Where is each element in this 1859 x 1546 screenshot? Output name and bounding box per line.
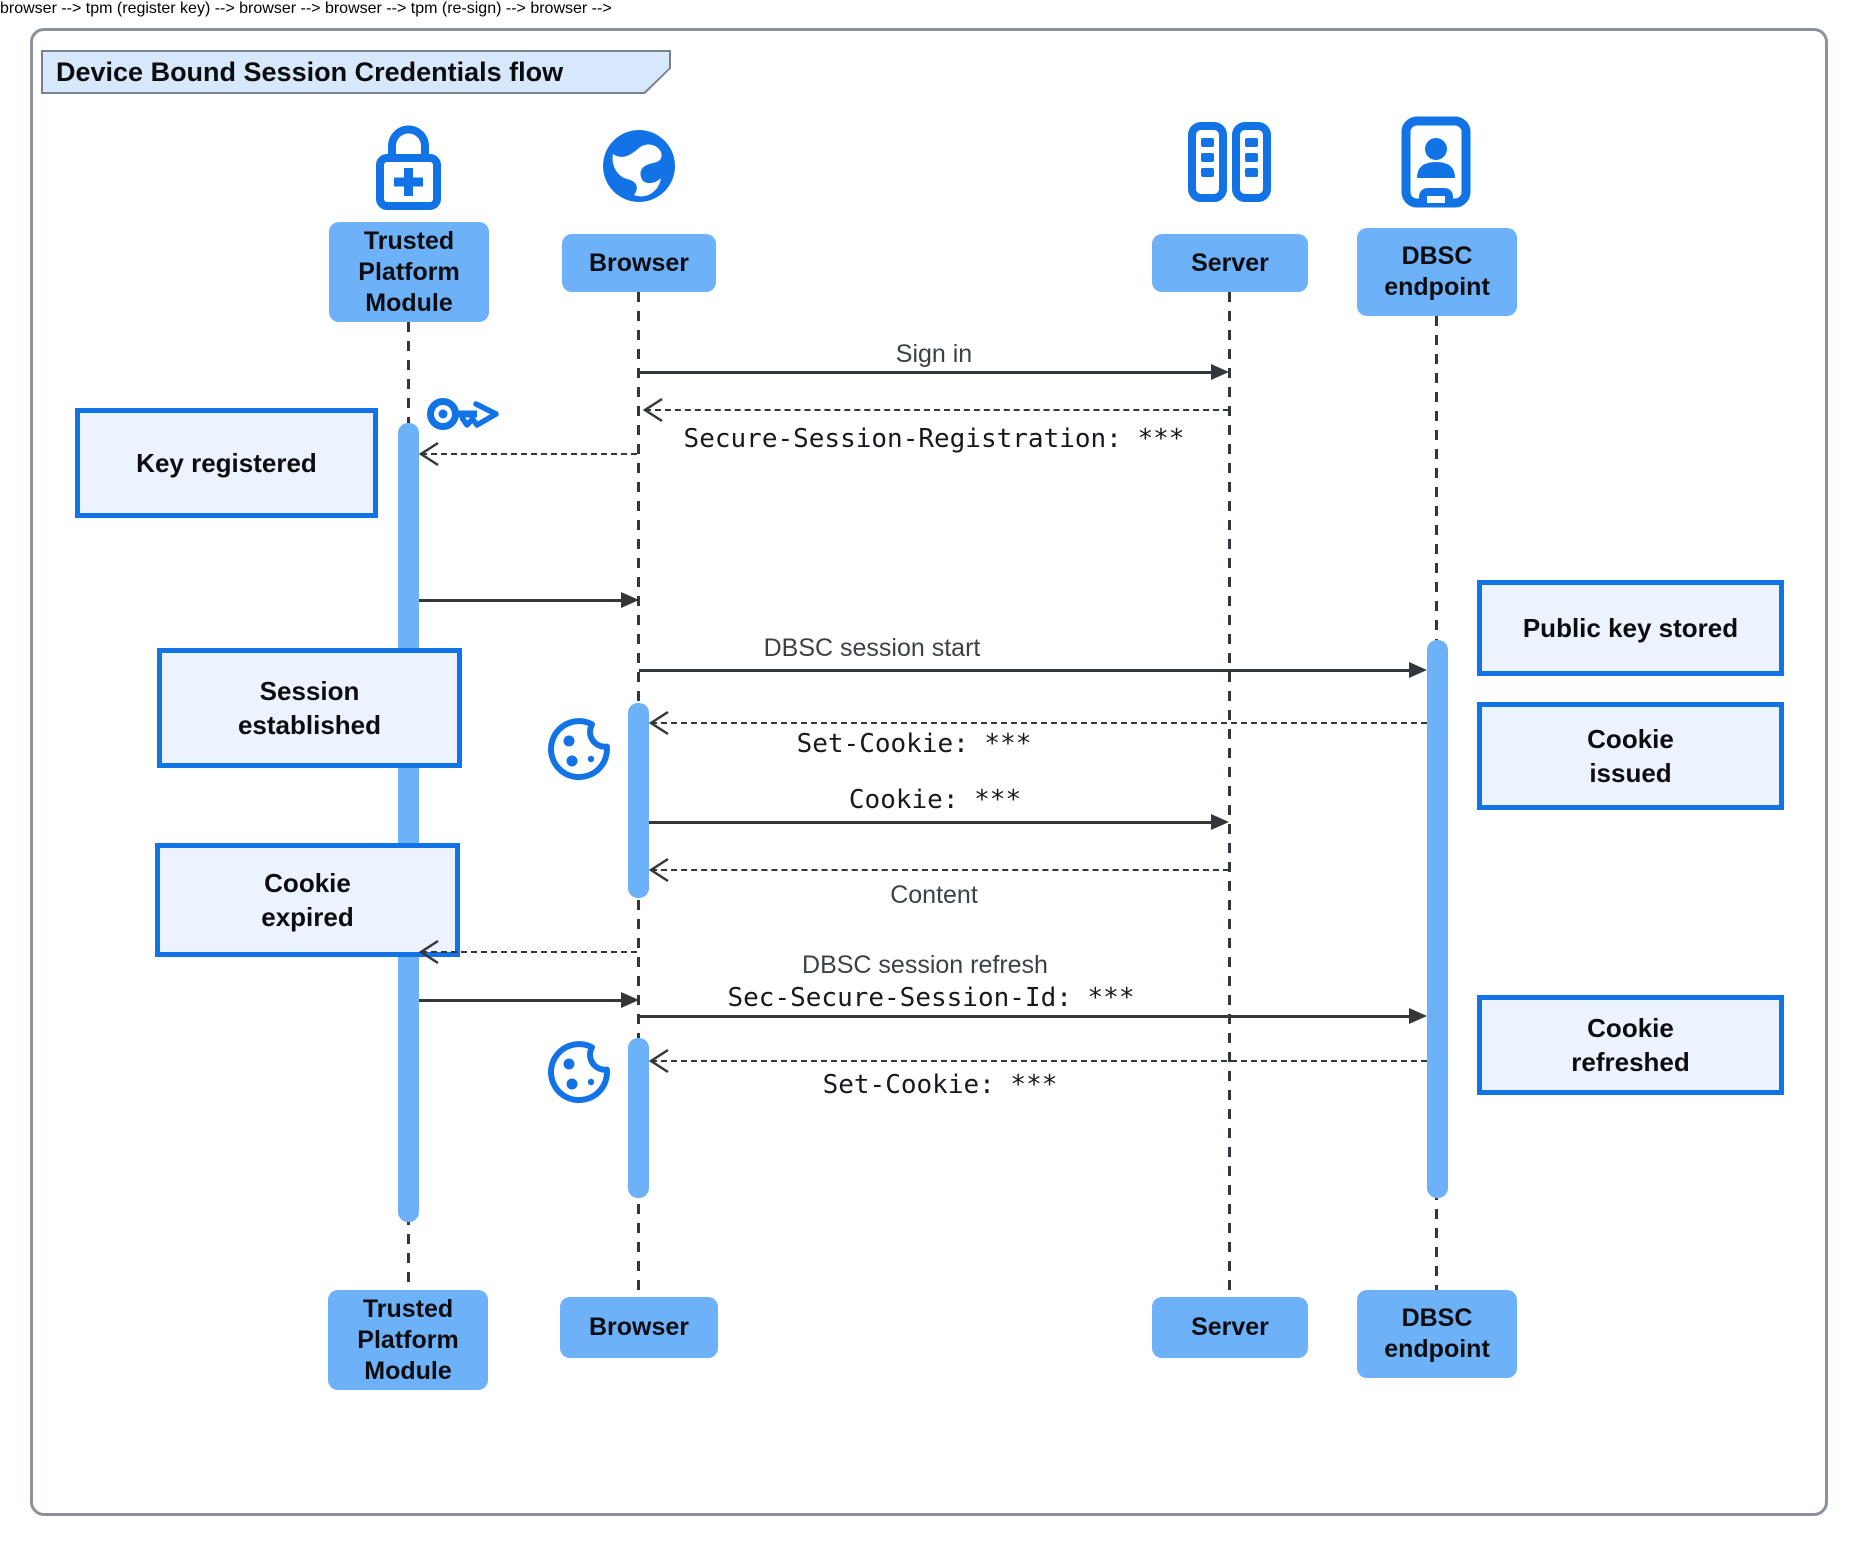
actor-server-label: Server <box>1191 248 1269 277</box>
message-set-cookie-refresh: Set-Cookie: *** <box>822 1070 1058 1100</box>
note-cookie-expired: Cookie expired <box>155 843 460 957</box>
arrow-set-cookie-issue <box>651 722 1427 724</box>
note-session-established: Session established <box>157 648 462 768</box>
message-cookie: Cookie: *** <box>848 785 1022 815</box>
lifeline-server <box>1228 292 1231 1297</box>
arrow-sign-in <box>639 371 1211 374</box>
actor-tpm-label-line3: Module <box>364 1356 452 1385</box>
globe-icon <box>600 127 678 205</box>
message-sec-secure-session-id: Sec-Secure-Session-Id: *** <box>727 983 1135 1013</box>
actor-browser-top: Browser <box>562 234 716 292</box>
note-cookie-refreshed: Cookie refreshed <box>1477 995 1784 1095</box>
message-content: Content <box>890 881 978 909</box>
actor-browser-bottom: Browser <box>560 1297 718 1358</box>
note-cookie-refreshed-line2: refreshed <box>1571 1047 1690 1077</box>
arrow-resign-response <box>419 999 623 1002</box>
actor-browser-label: Browser <box>588 1313 690 1341</box>
note-session-established-line2: established <box>237 710 382 740</box>
actor-dbsc-label-line2: endpoint <box>1384 1335 1490 1363</box>
actor-dbsc-label-line1: DBSC <box>1401 1304 1473 1332</box>
arrowhead-resign-request <box>417 938 441 966</box>
lock-plus-icon <box>361 116 456 214</box>
actor-tpm-label-line3: Module <box>365 288 453 317</box>
actor-server-top: Server <box>1152 234 1308 292</box>
message-dbsc-session-start: DBSC session start <box>763 634 981 662</box>
arrowhead-set-cookie-refresh <box>647 1047 671 1075</box>
arrowhead-register-key <box>417 440 441 468</box>
actor-server-bottom: Server <box>1152 1297 1308 1358</box>
arrow-secure-session-registration <box>645 409 1229 411</box>
arrowhead-set-cookie-issue <box>647 709 671 737</box>
actor-dbsc-top: DBSC endpoint <box>1357 228 1517 316</box>
actor-tpm-top: Trusted Platform Module <box>329 222 489 322</box>
activation-bar-tpm <box>398 423 419 1222</box>
message-secure-session-registration: Secure-Session-Registration: *** <box>683 424 1185 454</box>
arrowhead-secure-session-registration <box>641 396 665 424</box>
message-sign-in: Sign in <box>895 340 973 368</box>
note-session-established-line1: Session <box>259 676 360 706</box>
note-key-registered-text: Key registered <box>136 448 317 478</box>
note-cookie-issued: Cookie issued <box>1477 702 1784 810</box>
actor-dbsc-label-line1: DBSC <box>1401 242 1473 270</box>
note-key-registered: Key registered <box>75 408 378 518</box>
arrow-set-cookie-refresh <box>651 1060 1427 1062</box>
arrowhead-key-handle <box>621 592 639 608</box>
arrow-dbsc-session-refresh <box>639 1015 1410 1018</box>
arrowhead-sign-in <box>1211 364 1229 380</box>
arrowhead-content <box>647 856 671 884</box>
activation-bar-browser-2 <box>628 1038 649 1198</box>
actor-browser-label: Browser <box>588 248 690 277</box>
arrow-content <box>651 869 1229 871</box>
cookie-icon <box>545 1032 615 1106</box>
arrowhead-dbsc-session-refresh <box>1409 1008 1427 1024</box>
note-public-key-stored: Public key stored <box>1477 580 1784 676</box>
cookie-icon <box>545 709 615 783</box>
activation-bar-dbsc <box>1427 640 1448 1198</box>
actor-tpm-label-line2: Platform <box>358 257 460 286</box>
note-public-key-stored-text: Public key stored <box>1522 613 1739 643</box>
arrow-register-key <box>421 453 637 455</box>
actor-tpm-label-line1: Trusted <box>363 226 455 255</box>
diagram-title: Device Bound Session Credentials flow <box>43 52 669 92</box>
diagram-border <box>30 28 1828 1516</box>
message-dbsc-session-refresh: DBSC session refresh <box>802 951 1048 979</box>
arrowhead-resign-response <box>621 992 639 1008</box>
actor-dbsc-label-line2: endpoint <box>1384 273 1490 301</box>
diagram-title-tab: Device Bound Session Credentials flow <box>41 50 671 94</box>
arrowhead-dbsc-session-start <box>1409 662 1427 678</box>
arrow-dbsc-session-start <box>639 669 1410 672</box>
actor-dbsc-bottom: DBSC endpoint <box>1357 1290 1517 1378</box>
id-badge-icon <box>1390 116 1482 208</box>
note-cookie-refreshed-line1: Cookie <box>1587 1013 1674 1043</box>
note-cookie-issued-line2: issued <box>1589 758 1672 788</box>
actor-tpm-label-line1: Trusted <box>362 1294 454 1323</box>
note-cookie-expired-line1: Cookie <box>264 868 351 898</box>
note-cookie-issued-line1: Cookie <box>1587 724 1674 754</box>
key-icon <box>426 386 502 440</box>
note-cookie-expired-line2: expired <box>261 902 354 932</box>
actor-tpm-label-line2: Platform <box>357 1325 459 1354</box>
arrowhead-cookie <box>1211 814 1229 830</box>
server-icon <box>1182 122 1277 202</box>
arrow-cookie <box>649 821 1212 824</box>
arrow-resign-request <box>421 951 637 953</box>
actor-tpm-bottom: Trusted Platform Module <box>328 1290 488 1390</box>
arrow-key-handle <box>419 599 623 602</box>
actor-server-label: Server <box>1191 1313 1269 1341</box>
message-set-cookie-issue: Set-Cookie: *** <box>796 729 1032 759</box>
activation-bar-browser-1 <box>628 703 649 898</box>
